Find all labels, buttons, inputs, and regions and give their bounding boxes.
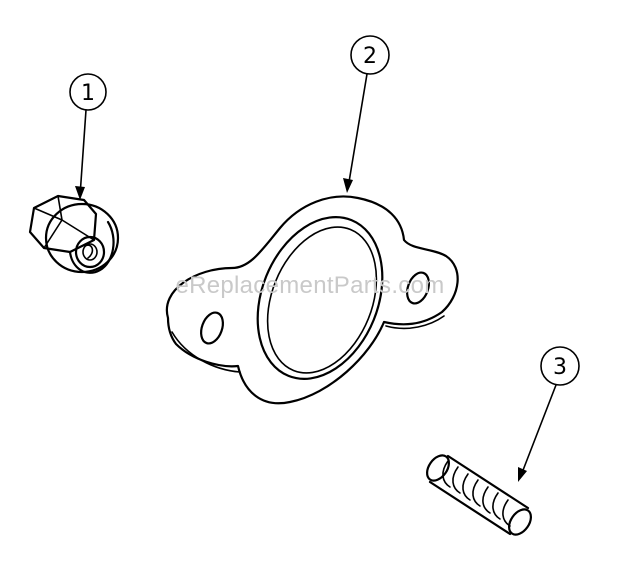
callout-3: 3 xyxy=(518,346,580,482)
callout-1: 1 xyxy=(69,73,107,200)
callout-3-arrowhead xyxy=(518,467,527,482)
callout-1-arrowhead xyxy=(75,186,85,200)
callout-2: 2 xyxy=(343,35,390,193)
gasket-part xyxy=(165,195,459,405)
flange-nut-part xyxy=(28,194,120,274)
stud-part xyxy=(425,454,533,536)
callout-2-label: 2 xyxy=(363,44,377,69)
callout-1-label: 1 xyxy=(81,81,95,106)
callout-2-arrowhead xyxy=(343,178,353,193)
callout-3-label: 3 xyxy=(553,355,567,380)
